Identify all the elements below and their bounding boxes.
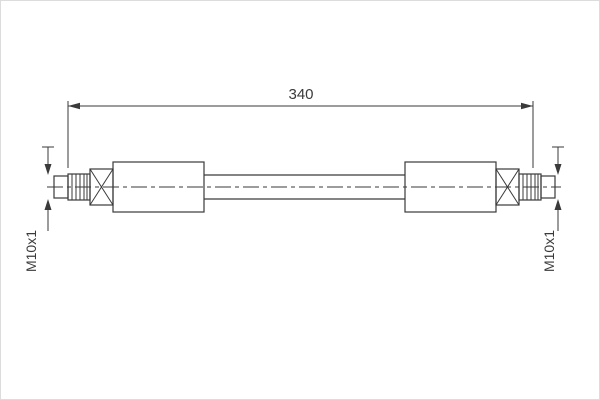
length-dimension-label: 340: [288, 86, 313, 103]
left-thread-hatching: [71, 174, 88, 200]
left-hex-cross: [89, 168, 114, 206]
right-fitting-tip: [540, 175, 556, 199]
right-callout-down-arrow: [554, 164, 562, 175]
right-thread-hatching: [522, 174, 539, 200]
left-callout-up-arrow: [44, 199, 52, 210]
left-thread-label: M10x1: [23, 230, 39, 272]
length-dimension: 340: [67, 86, 534, 168]
hose-assembly: [53, 161, 556, 213]
dimension-arrow-right: [521, 102, 533, 110]
right-diameter-callout: [552, 146, 564, 231]
left-diameter-callout: [42, 146, 54, 231]
left-callout-down-arrow: [44, 164, 52, 175]
dimension-arrow-left: [68, 102, 80, 110]
right-callout-up-arrow: [554, 199, 562, 210]
left-crimp-collar: [112, 161, 205, 213]
hose-body: [204, 174, 405, 200]
right-hex-cross: [495, 168, 520, 206]
right-thread-label: M10x1: [541, 230, 557, 272]
